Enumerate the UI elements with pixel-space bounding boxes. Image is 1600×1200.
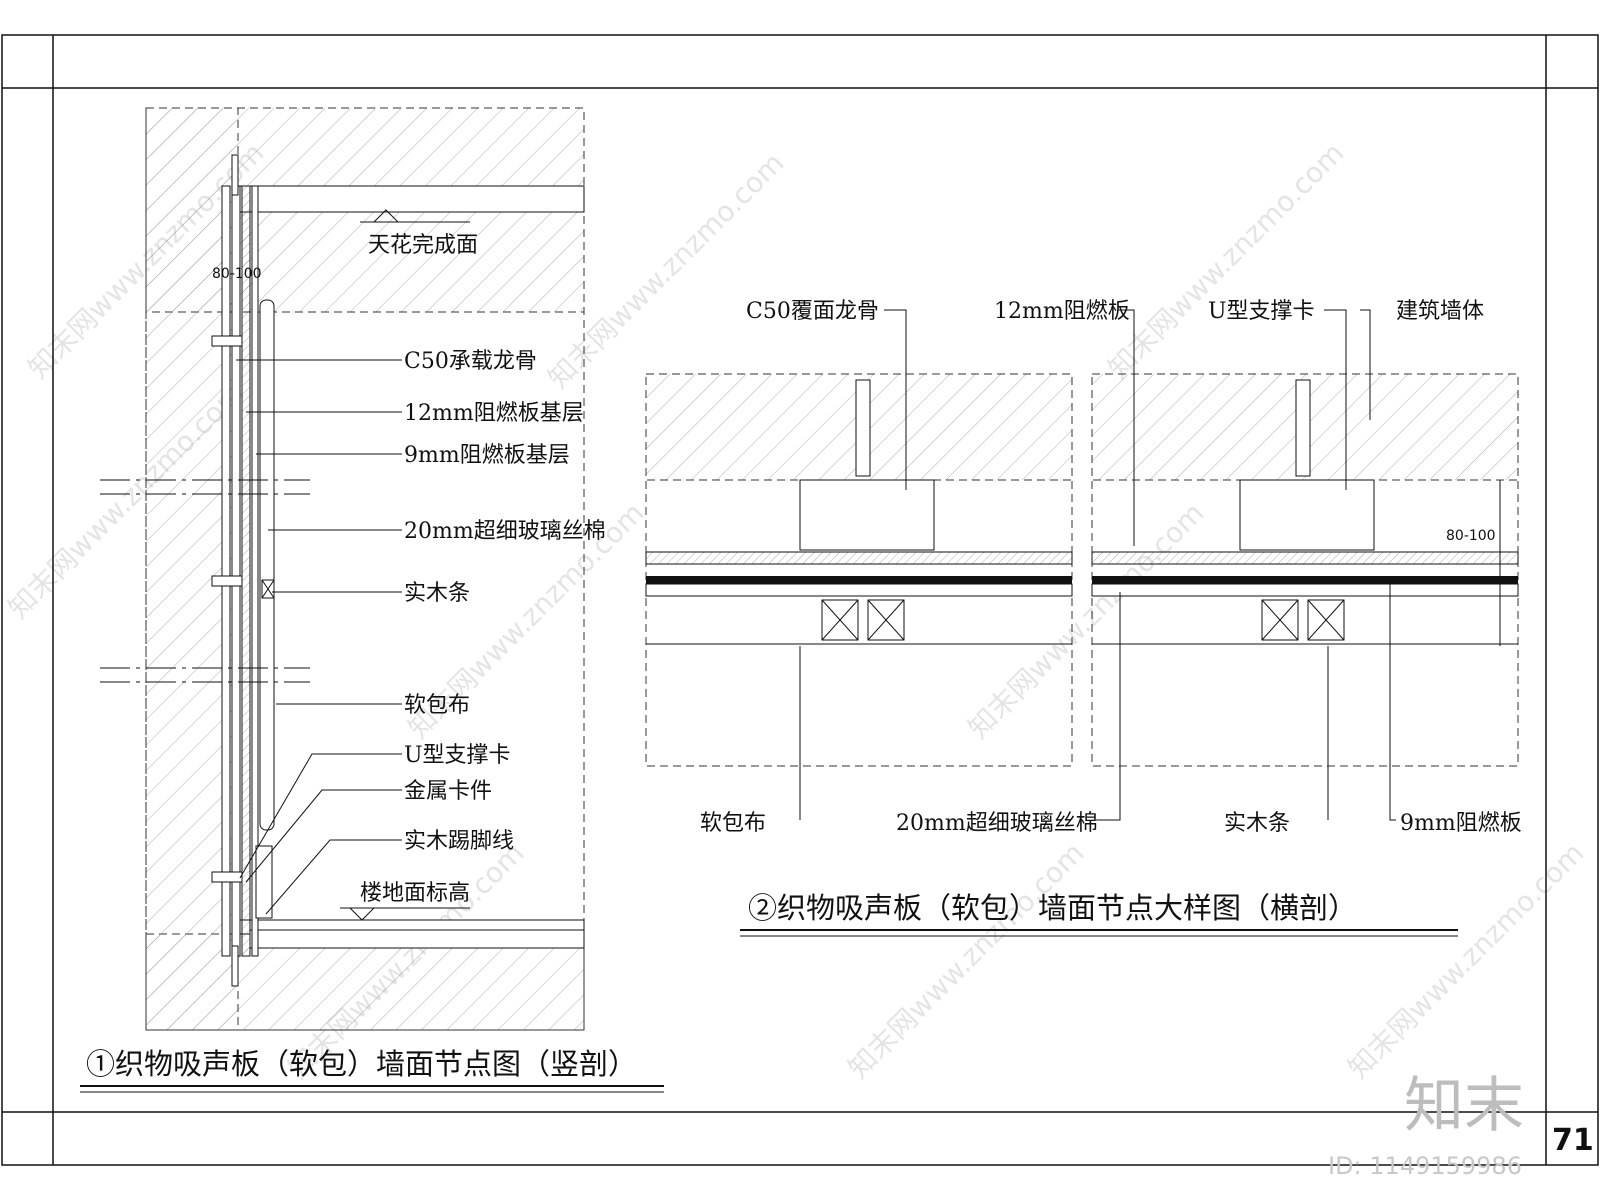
dimension-label: 80-100: [1446, 528, 1496, 544]
ceiling-level-label: 天花完成面: [368, 233, 478, 258]
image-id: ID: 1149159986: [1328, 1152, 1522, 1180]
left-drawing-title: ①织物吸声板（软包）墙面节点图（竖剖）: [86, 1047, 637, 1081]
watermark: 知末网www.znzmo.com: [1102, 136, 1351, 385]
callout-leaders: [236, 359, 402, 915]
callout-label: 软包布: [700, 811, 766, 836]
watermark: 知末网www.znzmo.com: [842, 836, 1091, 1085]
sheet-frame: [1, 34, 1599, 1166]
callout-label: 实木条: [1224, 811, 1290, 836]
callout-label: C50承载龙骨: [404, 349, 537, 374]
callout-label: 金属卡件: [404, 779, 492, 804]
page-number: 71: [1552, 1123, 1594, 1158]
watermark: 知末网www.znzmo.com: [1342, 836, 1591, 1085]
site-logo: 知末: [1404, 1071, 1524, 1141]
callout-leaders: [799, 309, 1396, 821]
callout-label: 20mm超细玻璃丝棉: [404, 519, 606, 544]
vertical-section-drawing: 天花完成面 楼地面标高 80-100 C50承载龙骨 12mm阻燃板基层 9mm…: [80, 107, 664, 1093]
callout-label: 实木踢脚线: [404, 829, 514, 854]
right-drawing-title: ②织物吸声板（软包）墙面节点大样图（横剖）: [748, 891, 1357, 925]
callout-label: 20mm超细玻璃丝棉: [896, 811, 1098, 836]
horizontal-section-drawing: 80-100 C50覆面龙骨 12mm阻燃板 U型支撑卡 建筑墙体 软包布 20…: [645, 299, 1522, 937]
floor-level-label: 楼地面标高: [360, 881, 470, 906]
callout-label: 软包布: [404, 693, 470, 718]
callout-label: 9mm阻燃板: [1400, 811, 1522, 836]
callout-label: 12mm阻燃板: [994, 299, 1130, 324]
callout-label: C50覆面龙骨: [746, 299, 879, 324]
callout-label: 9mm阻燃板基层: [404, 443, 570, 468]
dimension-label: 80-100: [212, 266, 262, 282]
callout-label: 实木条: [404, 581, 470, 606]
callout-label: 建筑墙体: [1396, 299, 1484, 324]
callout-label: U型支撑卡: [404, 743, 511, 768]
callout-label: 12mm阻燃板基层: [404, 401, 584, 426]
watermark: 知末网www.znzmo.com: [962, 496, 1211, 745]
callout-label: U型支撑卡: [1208, 299, 1315, 324]
